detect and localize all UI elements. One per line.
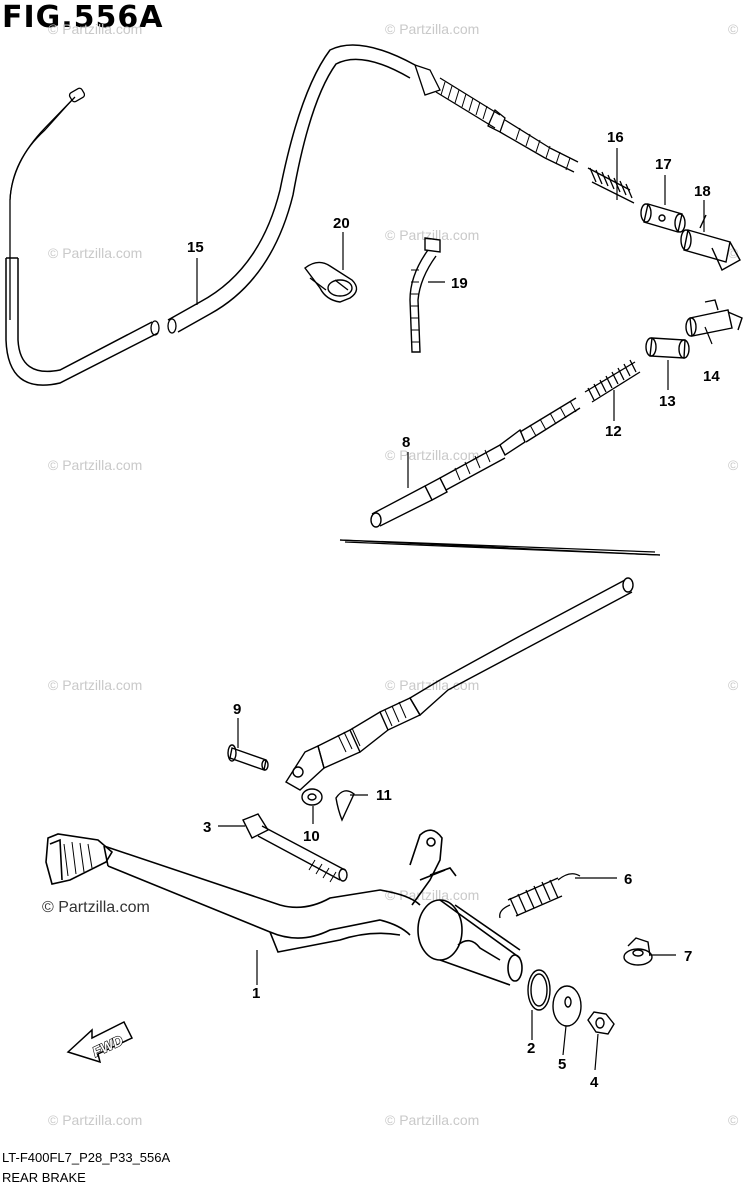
watermark: © Partzilla.com <box>385 227 479 243</box>
washer-small <box>301 788 323 806</box>
spring-upper <box>587 167 635 204</box>
watermark-edge: © <box>728 677 739 693</box>
clevis-pin <box>227 744 269 771</box>
watermark: © Partzilla.com <box>48 21 142 37</box>
diagram-caption: REAR BRAKE <box>2 1170 86 1185</box>
cotter-pin <box>335 790 355 822</box>
leader-lines <box>196 148 713 1071</box>
callout-18: 18 <box>694 183 711 200</box>
sleeve-upper <box>640 203 686 233</box>
joint-lower <box>685 299 743 337</box>
watermark-edge: © <box>728 1112 739 1128</box>
o-ring <box>527 969 551 1011</box>
figure-title: FIG.556A <box>2 0 164 35</box>
watermark-edge: © <box>728 245 739 261</box>
callout-20: 20 <box>333 215 350 232</box>
callout-17: 17 <box>655 156 672 173</box>
spring-lower <box>584 359 641 403</box>
return-spring <box>499 873 581 919</box>
watermark: © Partzilla.com <box>48 245 142 261</box>
watermark: © Partzilla.com <box>385 21 479 37</box>
callout-15: 15 <box>187 239 204 256</box>
callout-13: 13 <box>659 393 676 410</box>
callout-6: 6 <box>624 871 632 888</box>
callout-7: 7 <box>684 948 692 965</box>
pivot-bolt <box>242 813 348 883</box>
watermark: © Partzilla.com <box>385 447 479 463</box>
callout-14: 14 <box>703 368 720 385</box>
watermark: © Partzilla.com <box>48 677 142 693</box>
callout-2: 2 <box>527 1040 535 1057</box>
brake-cable-lower <box>285 397 661 791</box>
watermarks: © Partzilla.com © Partzilla.com © Partzi… <box>42 21 739 1128</box>
callout-3: 3 <box>203 819 211 836</box>
callout-numbers: 1 2 3 4 5 6 7 8 9 10 11 12 13 14 15 16 1… <box>187 129 720 1091</box>
callout-11: 11 <box>376 787 392 804</box>
watermark-edge: © <box>728 457 739 473</box>
brake-cable-upper <box>5 44 579 386</box>
callout-19: 19 <box>451 275 468 292</box>
callout-9: 9 <box>233 701 241 718</box>
cable-tie <box>409 237 441 353</box>
hex-nut <box>587 1011 615 1035</box>
callout-5: 5 <box>558 1056 566 1073</box>
washer-large <box>552 985 582 1027</box>
flange-nut <box>623 937 653 966</box>
callout-1: 1 <box>252 985 260 1002</box>
cable-clamp <box>304 261 358 303</box>
joint-upper <box>680 214 741 271</box>
diagram-code: LT-F400FL7_P28_P33_556A <box>2 1150 171 1165</box>
brake-pedal <box>45 829 523 986</box>
callout-10: 10 <box>303 828 320 845</box>
watermark-edge: © <box>728 21 739 37</box>
watermark: © Partzilla.com <box>48 457 142 473</box>
forward-direction-marker: FWD <box>66 1020 134 1064</box>
callout-4: 4 <box>590 1074 599 1091</box>
watermark: © Partzilla.com <box>48 1112 142 1128</box>
watermark: © Partzilla.com <box>385 887 479 903</box>
watermark: © Partzilla.com <box>385 1112 479 1128</box>
callout-12: 12 <box>605 423 622 440</box>
callout-16: 16 <box>607 129 624 146</box>
callout-8: 8 <box>402 434 410 451</box>
sleeve-lower <box>645 337 690 359</box>
watermark-dark: © Partzilla.com <box>42 899 150 916</box>
